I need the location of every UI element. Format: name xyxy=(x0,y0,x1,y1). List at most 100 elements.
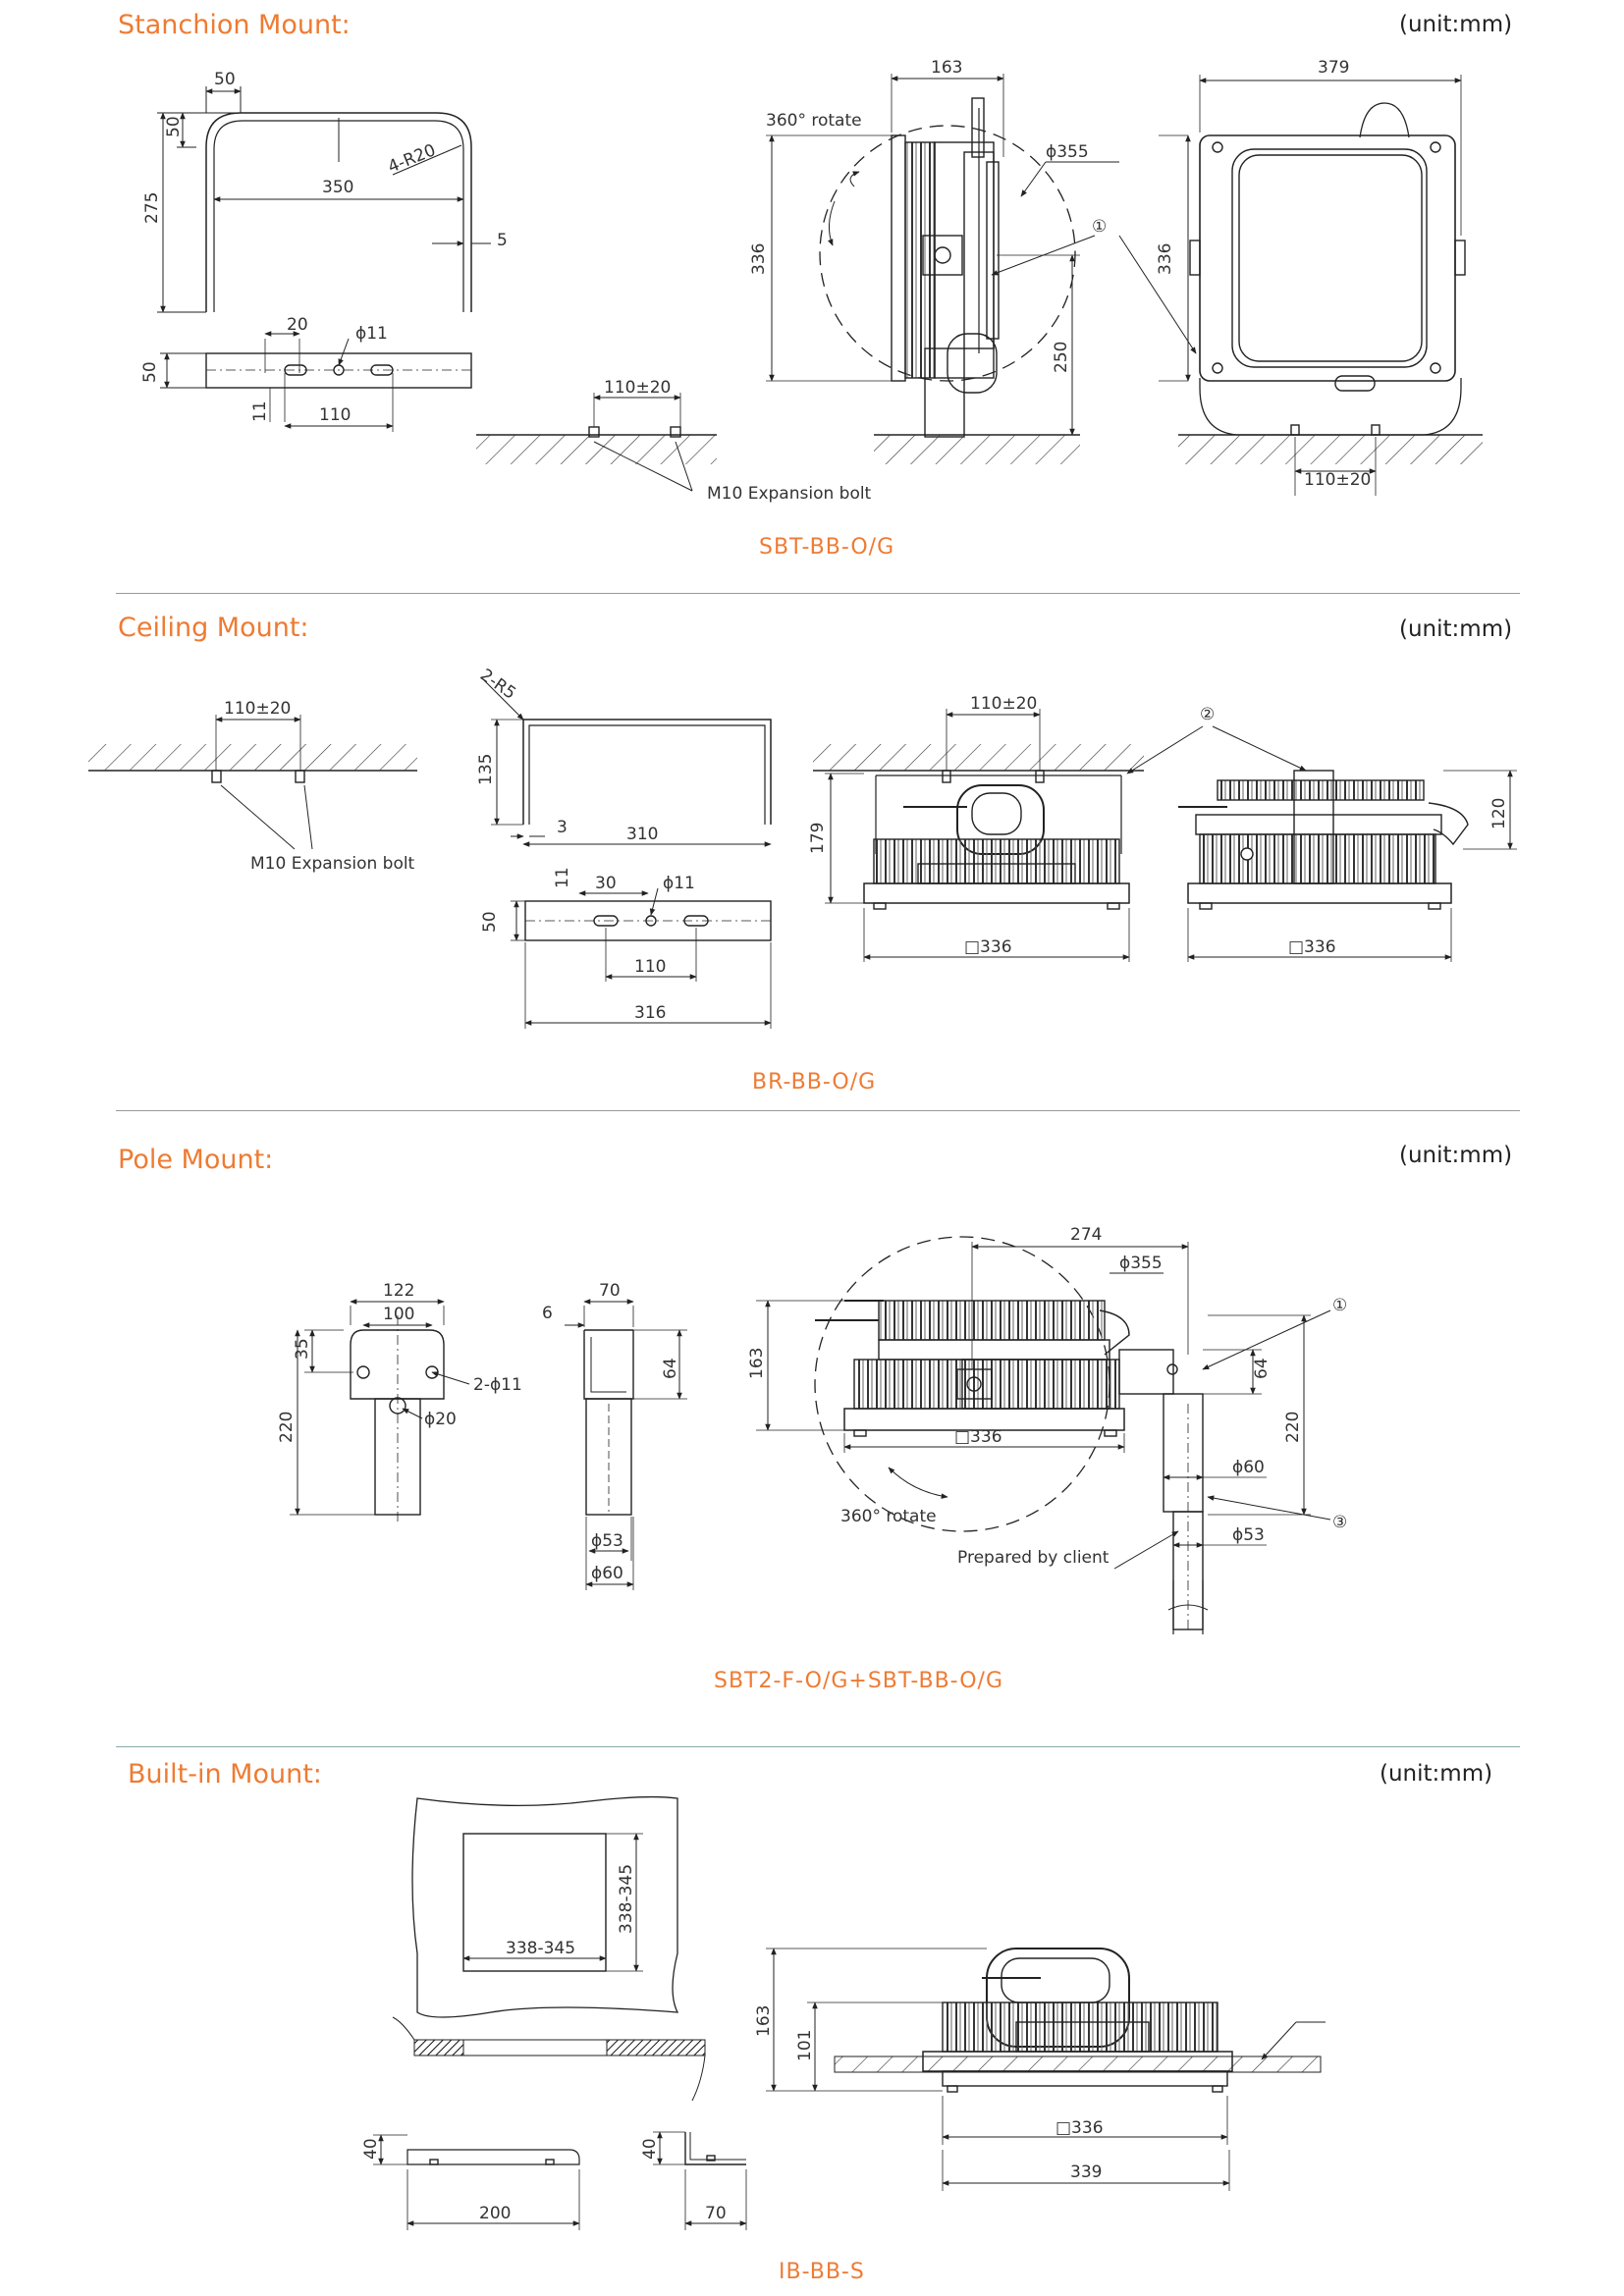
dim-338-345-width: 338-345 xyxy=(506,1939,575,1958)
dim-phi11: ϕ11 xyxy=(355,324,388,344)
pole-luminaire-labels: 274 ϕ355 ① 163 □336 64 220 ϕ60 ③ 360° ro… xyxy=(747,1225,1347,1568)
dim-phi20: ϕ20 xyxy=(424,1410,457,1429)
dim-122: 122 xyxy=(383,1281,414,1301)
unit-label-ceiling: (unit:mm) xyxy=(1399,616,1513,642)
dim-179: 179 xyxy=(808,823,828,854)
builtin-cutout-labels: 338-345 338-345 40 200 40 70 xyxy=(361,1864,727,2223)
dim-50-ceiling: 50 xyxy=(480,911,500,933)
stanchion-bracket-labels: 50 50 275 350 4-R20 5 20 ϕ11 50 11 110 xyxy=(140,70,508,425)
dim-40-b: 40 xyxy=(640,2138,660,2160)
dim-phi60: ϕ60 xyxy=(591,1564,623,1583)
stanchion-side-view xyxy=(476,74,1119,492)
stanchion-bracket-drawing xyxy=(157,86,491,432)
dim-110-ceiling: 110 xyxy=(634,957,666,977)
dim-250: 250 xyxy=(1052,342,1071,373)
label-prepared-by-client: Prepared by client xyxy=(957,1548,1110,1568)
callout-3: ③ xyxy=(1332,1513,1347,1532)
dim-35: 35 xyxy=(293,1338,312,1360)
dim-phi355-pole: ϕ355 xyxy=(1119,1254,1163,1273)
section-title-pole: Pole Mount: xyxy=(118,1145,274,1175)
builtin-luminaire-labels: 163 101 □336 339 xyxy=(754,2005,1104,2182)
dim-50-top: 50 xyxy=(214,70,236,89)
dim-274: 274 xyxy=(1070,1225,1102,1245)
dim-4-r20: 4-R20 xyxy=(385,140,438,177)
dim-100: 100 xyxy=(383,1305,414,1324)
dim-163-builtin: 163 xyxy=(754,2005,774,2037)
separator-2 xyxy=(116,1110,1520,1111)
dim-110pm20: 110±20 xyxy=(604,378,671,398)
model-label-ceiling: BR-BB-O/G xyxy=(752,1070,877,1095)
dim-sq336-a: □336 xyxy=(964,937,1012,957)
dim-40-a: 40 xyxy=(361,2138,381,2160)
dim-6: 6 xyxy=(542,1304,553,1323)
dim-350: 350 xyxy=(322,178,353,197)
dim-70-builtin: 70 xyxy=(705,2204,727,2223)
builtin-luminaire-view xyxy=(766,1948,1326,2191)
section-title-stanchion: Stanchion Mount: xyxy=(118,10,351,40)
pole-adapter-drawing xyxy=(290,1299,687,1590)
label-m10-bolt: M10 Expansion bolt xyxy=(707,484,872,504)
dim-316: 316 xyxy=(634,1003,666,1023)
callout-1-pole: ① xyxy=(1332,1296,1347,1315)
ceiling-luminaire-views xyxy=(813,709,1517,962)
ceiling-bolts-labels: 110±20 M10 Expansion bolt xyxy=(224,699,415,874)
callout-1: ① xyxy=(1092,217,1107,237)
model-label-pole: SBT2-F-O/G+SBT-BB-O/G xyxy=(714,1669,1003,1693)
dim-sq336-builtin: □336 xyxy=(1056,2118,1104,2138)
callout-2: ② xyxy=(1200,705,1215,724)
dim-110: 110 xyxy=(319,405,351,425)
dim-220: 220 xyxy=(277,1412,297,1443)
dim-110pm20-lum: 110±20 xyxy=(970,694,1037,714)
stanchion-side-labels: 110±20 M10 Expansion bolt 163 360° rotat… xyxy=(604,58,1107,504)
dim-64: 64 xyxy=(661,1358,680,1379)
dim-339: 339 xyxy=(1070,2163,1102,2182)
unit-label-builtin: (unit:mm) xyxy=(1380,1761,1493,1787)
dim-11-ceiling: 11 xyxy=(553,867,572,888)
model-label-stanchion: SBT-BB-O/G xyxy=(759,535,895,560)
ceiling-luminaire-labels: 110±20 ② 179 □336 □336 120 xyxy=(808,694,1509,957)
unit-label-stanchion: (unit:mm) xyxy=(1399,12,1513,37)
dim-11: 11 xyxy=(250,400,270,422)
stanchion-front-view xyxy=(1118,75,1483,496)
dim-phi60-pole: ϕ60 xyxy=(1232,1458,1265,1477)
dim-2-r5: 2-R5 xyxy=(476,666,519,704)
dim-163: 163 xyxy=(931,58,962,78)
ceiling-bracket-drawing xyxy=(480,676,772,1029)
dim-phi11-ceiling: ϕ11 xyxy=(663,874,695,893)
dim-3: 3 xyxy=(557,818,568,837)
dim-163-pole: 163 xyxy=(747,1348,767,1379)
model-label-builtin: IB-BB-S xyxy=(779,2260,865,2284)
dim-200: 200 xyxy=(479,2204,511,2223)
unit-label-pole: (unit:mm) xyxy=(1399,1143,1513,1168)
dim-30: 30 xyxy=(595,874,617,893)
dim-135: 135 xyxy=(476,754,496,785)
dim-110pm20-front: 110±20 xyxy=(1304,470,1371,490)
dim-110pm20-ceiling: 110±20 xyxy=(224,699,291,719)
dim-336-front: 336 xyxy=(1156,243,1175,275)
pole-luminaire-view xyxy=(756,1236,1331,1634)
dim-phi53-pole: ϕ53 xyxy=(1232,1525,1265,1545)
ceiling-bolts-drawing xyxy=(88,715,417,850)
separator-3 xyxy=(116,1746,1520,1747)
dim-379: 379 xyxy=(1318,58,1349,78)
dim-336-side: 336 xyxy=(749,243,769,275)
section-title-ceiling: Ceiling Mount: xyxy=(118,613,309,643)
dim-120: 120 xyxy=(1489,798,1509,829)
builtin-cutout-drawing xyxy=(373,1795,747,2230)
label-360-rotate: 360° rotate xyxy=(766,111,862,131)
dim-2-phi11: 2-ϕ11 xyxy=(473,1375,522,1395)
dim-50-plate: 50 xyxy=(140,361,160,383)
dim-338-345-height: 338-345 xyxy=(617,1864,636,1934)
dim-101: 101 xyxy=(795,2030,815,2061)
section-title-builtin: Built-in Mount: xyxy=(128,1759,322,1789)
dim-275: 275 xyxy=(142,192,162,224)
dim-phi355: ϕ355 xyxy=(1046,142,1089,162)
dim-20: 20 xyxy=(287,315,308,335)
label-m10-bolt-ceiling: M10 Expansion bolt xyxy=(250,854,415,874)
separator-1 xyxy=(116,593,1520,594)
dim-64-pole: 64 xyxy=(1252,1358,1272,1379)
dim-sq336-pole: □336 xyxy=(954,1427,1002,1447)
dim-220-pole: 220 xyxy=(1283,1412,1303,1443)
label-360-rotate-pole: 360° rotate xyxy=(840,1507,937,1526)
